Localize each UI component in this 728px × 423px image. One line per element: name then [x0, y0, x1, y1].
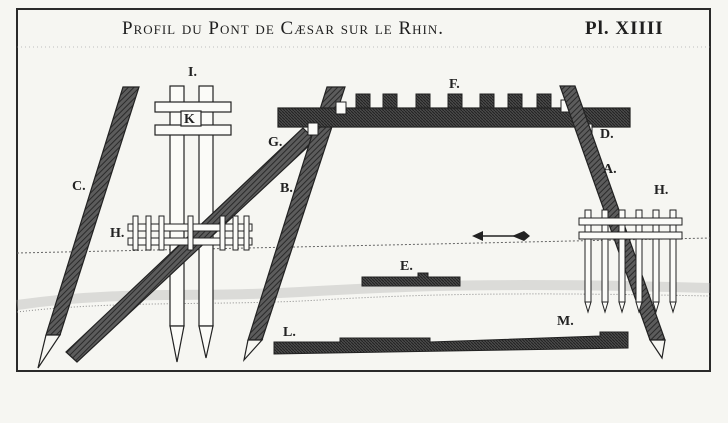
post-i-right-point [198, 325, 214, 359]
log-e [361, 272, 461, 287]
label-i: I. [188, 65, 197, 80]
block-k [180, 110, 202, 127]
post-i-left-point [169, 325, 185, 363]
label-h-right: H. [654, 183, 668, 198]
plate-frame [16, 8, 711, 372]
label-d: D. [600, 127, 614, 142]
fence-h-left [127, 215, 253, 251]
label-m: M. [557, 314, 574, 329]
label-f: F. [449, 77, 460, 92]
river-bed [16, 280, 711, 310]
label-h-left: H. [110, 226, 124, 241]
fence-h-right [578, 209, 683, 314]
label-k: K [184, 112, 195, 127]
clamp-left [335, 101, 347, 115]
label-b: B. [280, 181, 293, 196]
pile-c-point [37, 334, 62, 369]
label-g: G. [268, 135, 282, 150]
label-c: C. [72, 179, 86, 194]
label-l: L. [283, 325, 296, 340]
plate-number: Pl. XIIII [585, 18, 664, 39]
left-arrow-icon [472, 231, 530, 241]
water-line [16, 237, 711, 254]
log-lm [273, 331, 629, 355]
pile-a-point [648, 339, 666, 360]
label-a: A. [603, 162, 617, 177]
label-e: E. [400, 259, 413, 274]
plate-title: Profil du Pont de Cæsar sur le Rhin. [122, 18, 444, 39]
clamp-g [307, 122, 319, 136]
beam-f-blocks [355, 93, 552, 109]
pile-b-point [242, 339, 264, 363]
